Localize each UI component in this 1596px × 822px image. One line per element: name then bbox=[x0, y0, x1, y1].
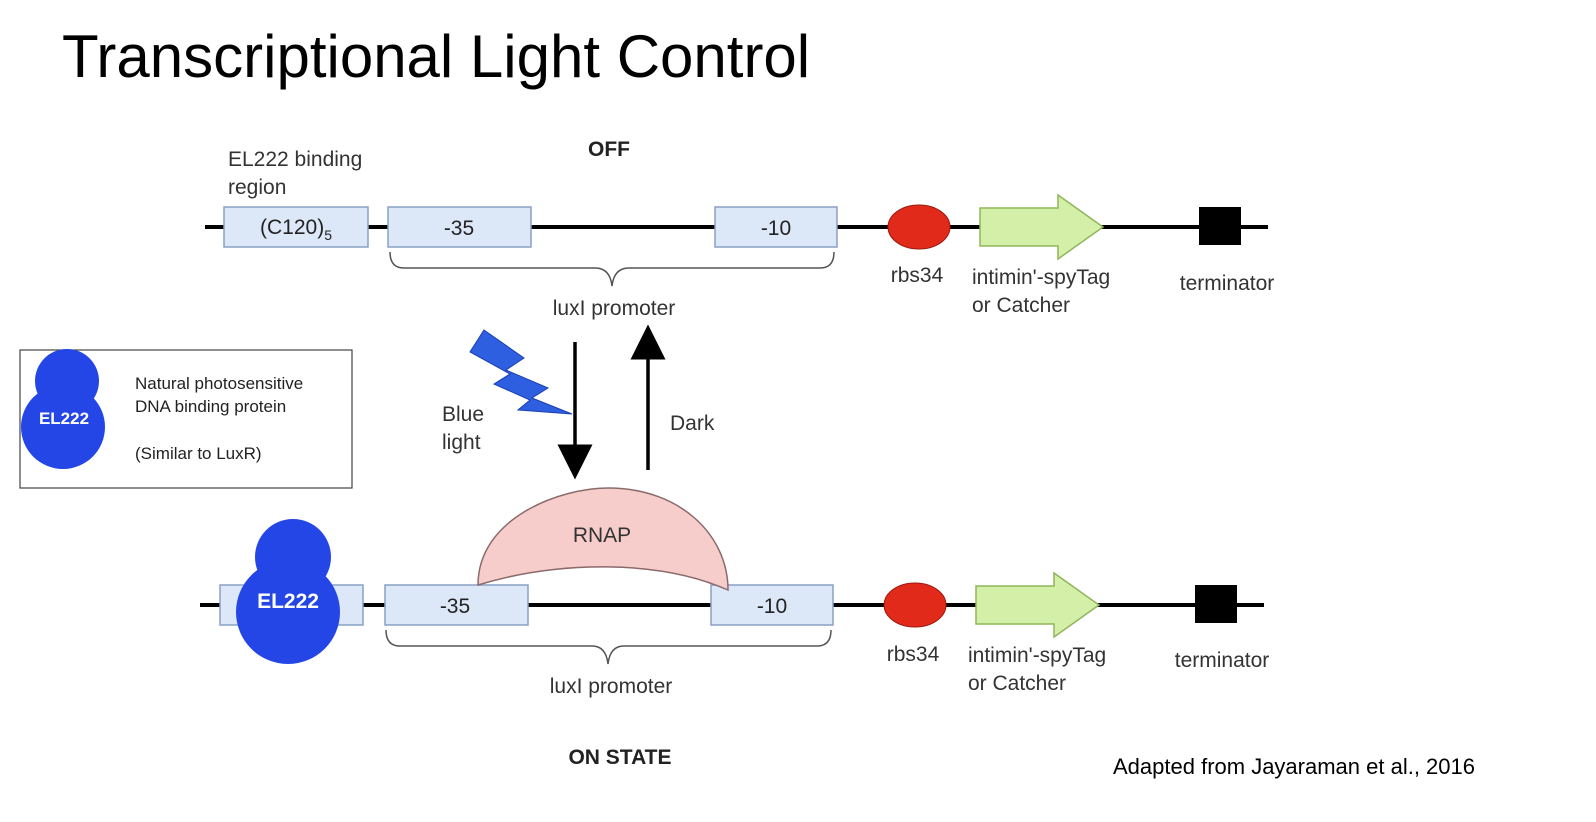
off-state: OFF EL222 binding region (C120)5 -35 -10… bbox=[205, 138, 1274, 320]
legend-el222-bottom bbox=[21, 385, 105, 469]
rbs-off bbox=[887, 204, 951, 250]
rbs-off-label: rbs34 bbox=[891, 264, 944, 287]
rbs-on-label: rbs34 bbox=[887, 643, 940, 666]
gene-label-off: intimin'-spyTag or Catcher bbox=[972, 266, 1116, 317]
lightning-bolt-icon bbox=[469, 329, 573, 415]
terminator-on-label: terminator bbox=[1175, 649, 1270, 672]
el222-protein-label: EL222 bbox=[257, 590, 319, 613]
promoter-brace-on bbox=[385, 629, 832, 665]
promoter-label-off: luxI promoter bbox=[553, 297, 676, 320]
terminator-off bbox=[1199, 207, 1241, 245]
binding-region-box-label: (C120)5 bbox=[260, 216, 332, 243]
box-minus35-on-label: -35 bbox=[440, 595, 470, 618]
on-state-label: ON STATE bbox=[568, 746, 671, 769]
promoter-brace-off bbox=[389, 251, 835, 287]
gene-arrow-off bbox=[979, 193, 1105, 261]
box-minus35-off-label: -35 bbox=[444, 217, 474, 240]
dark-label: Dark bbox=[670, 412, 715, 435]
box-minus35-on bbox=[384, 584, 529, 626]
promoter-label-on: luxI promoter bbox=[550, 675, 673, 698]
box-minus10-on bbox=[710, 584, 834, 626]
terminator-off-label: terminator bbox=[1180, 272, 1275, 295]
source-credit: Adapted from Jayaraman et al., 2016 bbox=[1113, 754, 1475, 779]
legend-description: Natural photosensitive DNA binding prote… bbox=[135, 374, 308, 463]
legend-el222-label: EL222 bbox=[39, 409, 89, 428]
rnap-label: RNAP bbox=[573, 524, 631, 547]
binding-region-box bbox=[223, 206, 369, 248]
page-title: Transcriptional Light Control bbox=[62, 23, 811, 90]
state-transition: Blue light Dark bbox=[442, 324, 715, 480]
legend: EL222 Natural photosensitive DNA binding… bbox=[19, 349, 353, 489]
gene-label-on: intimin'-spyTag or Catcher bbox=[968, 644, 1112, 695]
rbs-on bbox=[883, 582, 947, 628]
rnap-polymerase bbox=[477, 487, 729, 592]
box-minus10-on-label: -10 bbox=[757, 595, 787, 618]
box-minus10-off bbox=[714, 206, 838, 248]
terminator-on bbox=[1195, 585, 1237, 623]
box-minus35-off bbox=[387, 206, 532, 248]
gene-arrow-on bbox=[975, 571, 1101, 639]
blue-light-label: Blue light bbox=[442, 403, 490, 454]
off-state-label: OFF bbox=[588, 138, 630, 161]
on-state: EL222 -35 -10 RNAP luxI promoter rbs34 i… bbox=[200, 487, 1270, 769]
binding-region-label: EL222 binding region bbox=[228, 148, 368, 199]
el222-protein-bottom bbox=[236, 560, 340, 664]
box-minus10-off-label: -10 bbox=[761, 217, 791, 240]
